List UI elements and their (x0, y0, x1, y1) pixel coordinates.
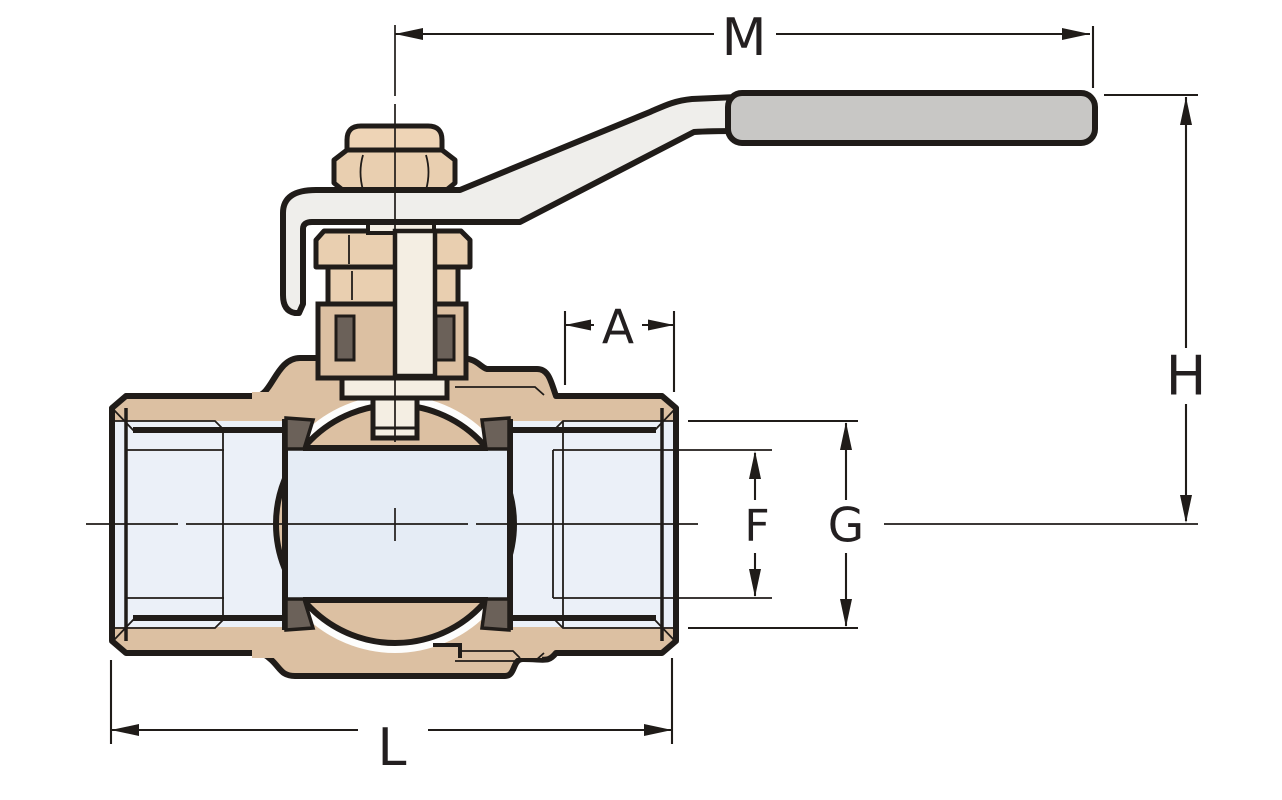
m-arrow-left (395, 28, 423, 40)
tailpiece-joint-top (455, 386, 545, 396)
tailpiece-joint-bottom (455, 652, 545, 662)
left-bottom-chamfer (113, 618, 135, 641)
dimension-label-f: F (744, 501, 769, 552)
left-crest-top (114, 420, 225, 431)
handle (280, 90, 1098, 316)
seat-bottom-right (480, 597, 511, 632)
g-arrow-bottom (840, 599, 852, 627)
packing-seal-right (434, 314, 456, 362)
dimension-label-l: L (378, 718, 407, 778)
dimension-h: H (1104, 93, 1207, 523)
seat-top-right (480, 416, 511, 451)
h-arrow-bottom (1180, 495, 1192, 523)
seat-bottom-left (284, 597, 316, 632)
thread-details (113, 386, 772, 662)
f-arrow-bottom (749, 569, 761, 597)
right-bottom-chamfer (653, 618, 675, 641)
dimension-label-g: G (828, 499, 864, 554)
seat-top-left (284, 416, 316, 451)
a-arrow-left (565, 319, 591, 331)
dimension-label-h: H (1166, 345, 1207, 408)
nut-facet-left (359, 154, 364, 191)
drain-step (433, 643, 462, 658)
h-arrow-top (1180, 97, 1192, 125)
m-arrow-right (1062, 28, 1090, 40)
packing-seal-left (334, 314, 356, 362)
dimension-label-a: A (602, 301, 634, 356)
left-crest-bottom (114, 618, 225, 629)
stem-shaft (392, 228, 438, 379)
a-arrow-right (648, 319, 674, 331)
handle-lever (280, 94, 740, 316)
drain-step-shadow (460, 650, 521, 659)
dimension-l: L (109, 658, 674, 778)
dimension-a: A (563, 301, 676, 392)
right-crest-bottom (553, 618, 674, 629)
l-arrow-left (111, 724, 139, 736)
centerlines (86, 25, 1198, 541)
g-arrow-top (840, 422, 852, 450)
ball-seats (284, 416, 511, 632)
nut-facet-right (425, 154, 430, 191)
l-arrow-right (644, 724, 672, 736)
dimension-m: M (395, 8, 1095, 88)
dimension-g: G (688, 419, 864, 630)
f-arrow-top (749, 451, 761, 479)
dimension-label-m: M (722, 8, 767, 68)
dimension-f: F (744, 451, 770, 597)
handle-grip (725, 90, 1098, 146)
